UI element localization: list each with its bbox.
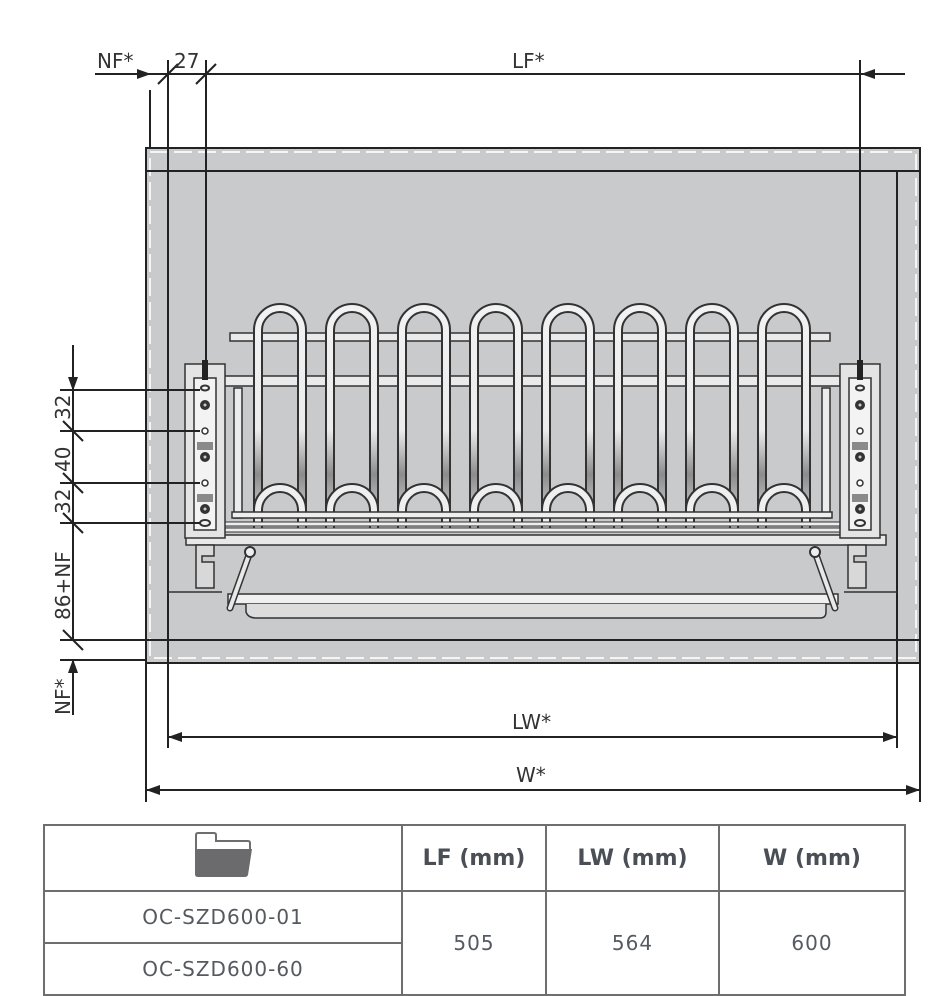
top-dimensions bbox=[95, 60, 905, 365]
lf-column-header: LF (mm) bbox=[401, 824, 547, 892]
bottom-dimensions bbox=[145, 663, 921, 802]
dim-40-label: 40 bbox=[51, 447, 75, 472]
dimension-spec-table: LF (mm) LW (mm) W (mm) OC-SZD600-01 505 … bbox=[43, 824, 906, 996]
table-row: OC-SZD600-01 505 564 600 bbox=[43, 890, 906, 996]
lf-value-cell: 505 bbox=[401, 890, 547, 996]
offset-27-label: 27 bbox=[174, 49, 199, 73]
left-mounting-bracket bbox=[168, 360, 226, 593]
model-cell: OC-SZD600-01 bbox=[43, 890, 403, 944]
nf-side-label: NF* bbox=[51, 679, 75, 715]
plate-rack-loops bbox=[253, 303, 811, 530]
cabinet bbox=[145, 147, 921, 748]
lw-value-cell: 564 bbox=[545, 890, 720, 996]
nf-top-label: NF* bbox=[97, 49, 133, 73]
cabinet-dimension-drawing: NF* 27 LF* 32 40 32 86+NF NF* LW* W* bbox=[51, 49, 921, 802]
lw-column-header: LW (mm) bbox=[545, 824, 720, 892]
dim-86-nf-label: 86+NF bbox=[51, 551, 75, 620]
lf-label: LF* bbox=[512, 49, 545, 73]
model-cell: OC-SZD600-60 bbox=[43, 942, 403, 996]
table-header-row: LF (mm) LW (mm) W (mm) bbox=[43, 824, 906, 892]
left-dimensions bbox=[60, 345, 200, 715]
lw-label: LW* bbox=[512, 710, 551, 734]
folder-icon bbox=[195, 832, 252, 877]
dim-32-bottom-label: 32 bbox=[51, 489, 75, 514]
w-value-cell: 600 bbox=[718, 890, 906, 996]
dim-32-top-label: 32 bbox=[51, 395, 75, 420]
w-label: W* bbox=[516, 763, 546, 787]
w-column-header: W (mm) bbox=[718, 824, 906, 892]
table-row: OC-SZD600-60 bbox=[43, 942, 905, 996]
model-header-cell bbox=[43, 824, 403, 892]
